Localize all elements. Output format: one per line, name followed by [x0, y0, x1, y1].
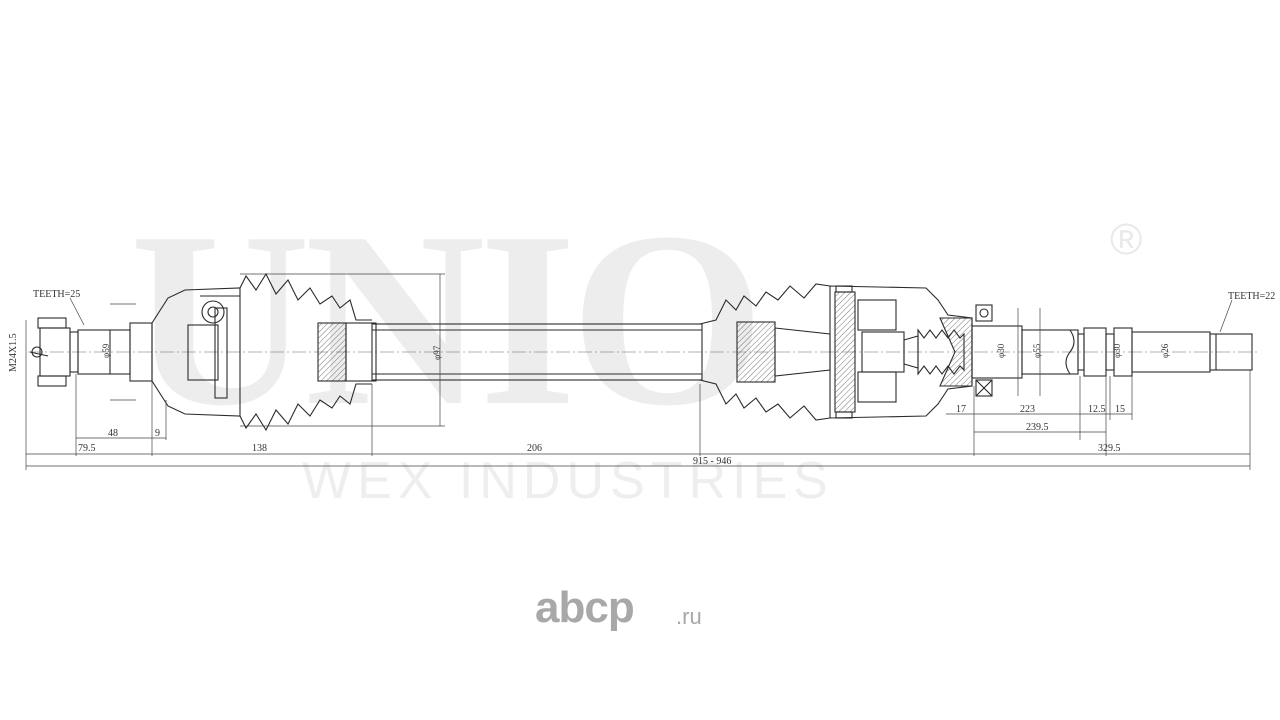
diameter-left-stub: φ59 [101, 343, 111, 358]
shaft-outline [28, 272, 1258, 432]
dim-329-5: 329.5 [1098, 443, 1121, 454]
diameter-shaft: φ97 [432, 345, 442, 360]
diameter-right-26: φ26 [1160, 343, 1170, 358]
dim-total: 915 - 946 [693, 456, 731, 467]
dim-12-5: 12.5 [1088, 404, 1106, 415]
registered-mark: ® [1110, 215, 1143, 264]
teeth-left-label: TEETH=25 [33, 289, 80, 300]
dim-79-5: 79.5 [78, 443, 96, 454]
dim-206: 206 [527, 443, 542, 454]
diameter-right-30a: φ30 [996, 343, 1006, 358]
dim-223: 223 [1020, 404, 1035, 415]
dim-48: 48 [108, 428, 118, 439]
dim-138: 138 [252, 443, 267, 454]
dim-9: 9 [155, 428, 160, 439]
diameter-right-30b: φ30 [1112, 343, 1122, 358]
thread-label: M24X1.5 [8, 333, 19, 372]
abcp-logo-tld: .ru [676, 604, 702, 629]
dim-239-5: 239.5 [1026, 422, 1049, 433]
unio-watermark-logo: UNIO [130, 181, 765, 458]
wex-industries-watermark: WEX INDUSTRIES [302, 452, 834, 510]
dimension-lines [25, 273, 1251, 470]
teeth-right-label: TEETH=22 [1228, 291, 1275, 302]
abcp-logo: abcp [535, 583, 635, 632]
dim-15: 15 [1115, 404, 1125, 415]
diameter-right-55: φ55 [1032, 343, 1042, 358]
dim-17: 17 [956, 404, 966, 415]
